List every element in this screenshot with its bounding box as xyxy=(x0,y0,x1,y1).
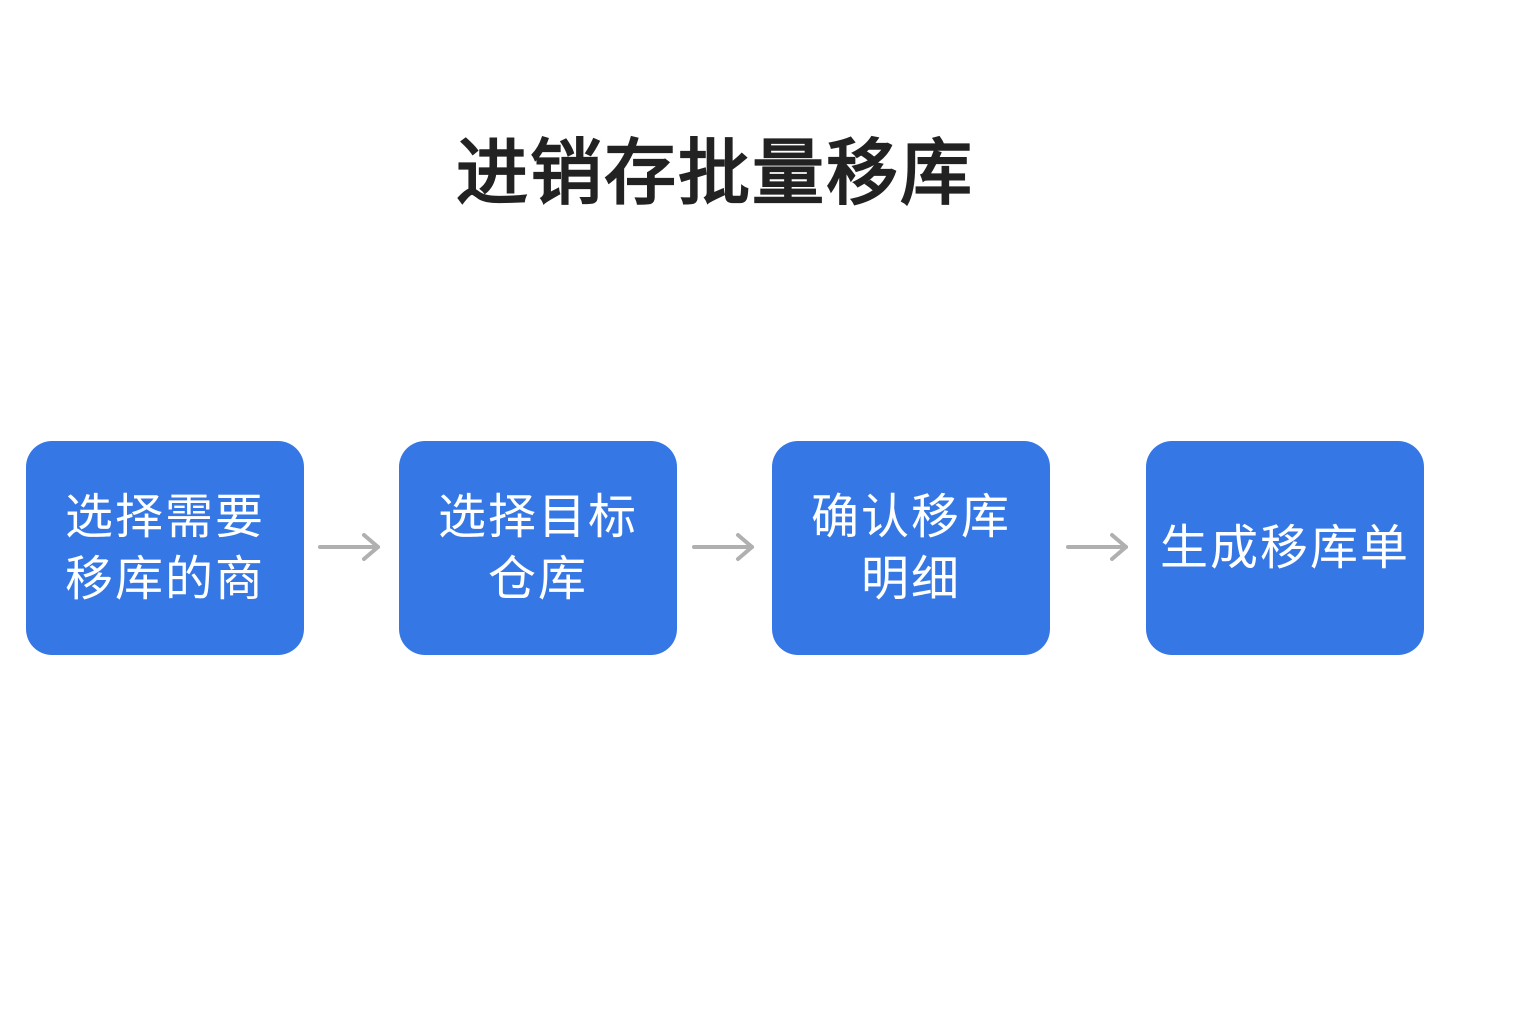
step-label-line: 生成移库单 xyxy=(1159,520,1410,576)
step-box-select-warehouse: 选择目标 仓库 xyxy=(399,441,677,655)
step-label-line: 选择需要 xyxy=(64,489,265,545)
step-label-line: 选择目标 xyxy=(437,489,638,545)
diagram-title: 进销存批量移库 xyxy=(455,131,974,215)
step-label-line: 移库的商 xyxy=(64,551,265,607)
step-box-select-items: 选择需要 移库的商 xyxy=(26,441,304,655)
step-label-line: 明细 xyxy=(860,551,961,607)
arrow-right-icon xyxy=(692,533,754,561)
step-box-confirm-details: 确认移库 明细 xyxy=(772,441,1050,655)
step-label-line: 确认移库 xyxy=(810,489,1011,545)
arrow-right-icon xyxy=(318,533,380,561)
arrow-right-icon xyxy=(1066,533,1128,561)
step-box-generate-transfer-order: 生成移库单 xyxy=(1146,441,1424,655)
step-label-line: 仓库 xyxy=(487,551,588,607)
